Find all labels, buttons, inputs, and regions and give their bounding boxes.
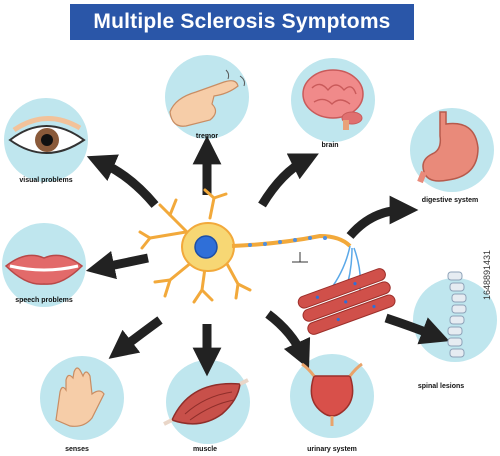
- bladder-icon: [301, 362, 363, 426]
- page-title: Multiple Sclerosis Symptoms: [93, 10, 391, 33]
- eye-icon: [8, 116, 86, 154]
- label-tremor: tremor: [195, 133, 219, 140]
- label-muscle: muscle: [192, 446, 218, 453]
- muscle-icon: [163, 378, 249, 426]
- stomach-icon: [417, 111, 479, 184]
- label-digestive: digestive system: [421, 197, 479, 204]
- lips-icon: [4, 254, 84, 285]
- arrow-brain: [258, 153, 319, 208]
- arrow-digestive: [346, 195, 419, 239]
- arrow-speech: [85, 250, 149, 280]
- arrow-spinal: [384, 313, 450, 345]
- neuron-icon: [138, 188, 352, 304]
- muscle-fiber-icon: [297, 245, 396, 335]
- arrow-visual: [86, 154, 159, 208]
- brain-icon: [302, 69, 364, 130]
- label-urinary: urinary system: [307, 446, 357, 453]
- label-brain: brain: [321, 142, 339, 149]
- spine-icon: [447, 271, 467, 358]
- label-speech: speech problems: [15, 297, 73, 304]
- nucleus: [194, 235, 218, 259]
- hand-icon: [55, 367, 105, 427]
- arrow-urinary: [265, 310, 311, 370]
- title-banner: Multiple Sclerosis Symptoms: [70, 4, 414, 40]
- arrow-senses: [108, 316, 163, 359]
- label-senses: senses: [65, 446, 89, 453]
- tremor-hand-icon: [169, 69, 245, 127]
- label-spinal: spinal lesions: [417, 383, 465, 390]
- watermark-id: 1648891431: [482, 249, 492, 300]
- label-visual: visual problems: [19, 177, 73, 184]
